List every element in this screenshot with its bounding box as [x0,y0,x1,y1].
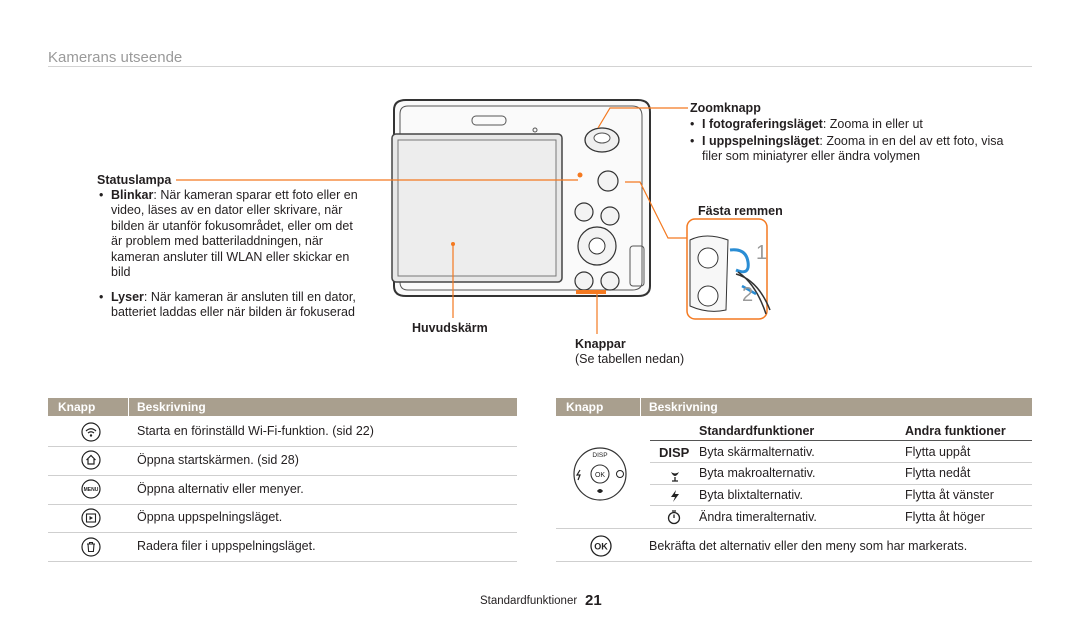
right-row-3-std: Byta blixtalternativ. [699,488,803,502]
huvudskarm-title: Huvudskärm [412,321,488,335]
statuslampa-b2-term: Lyser [111,290,144,304]
right-col-button: Knapp [566,400,604,414]
right-row-3-other: Flytta åt vänster [905,488,994,502]
right-subheader-other: Andra funktioner [905,424,1006,438]
strap-step-2: 2 [742,284,754,306]
timer-icon [667,510,681,525]
knappar-note: (Se tabellen nedan) [575,352,685,366]
statuslampa-b2-text: : När kameran är ansluten till en dator,… [111,290,356,320]
right-row-2-divider [650,484,1032,485]
statuslampa-b1-text: : När kameran sparar ett foto eller en v… [111,188,358,280]
right-row-2-std: Byta makroalternativ. [699,466,816,480]
zoomknapp-title: Zoomknapp [690,101,761,115]
zoomknapp-b1-text: : Zooma in eller ut [822,117,923,131]
playback-icon [81,508,101,528]
trash-icon [81,537,101,557]
zoomknapp-bullet-1: I fotograferingsläget: Zooma in eller ut [688,117,1018,133]
left-row-3-divider [48,504,517,505]
ok-icon-label: OK [594,542,608,552]
right-row-4-divider [556,528,1032,529]
left-row-1-divider [48,446,517,447]
left-row-2-text: Öppna startskärmen. (sid 28) [137,453,299,467]
menu-icon: MENU [81,479,101,499]
left-row-1-text: Starta en förinställd Wi-Fi-funktion. (s… [137,424,374,438]
left-row-4-text: Öppna uppspelningsläget. [137,510,283,524]
flash-icon [671,490,679,502]
strap-inset-illustration [686,218,771,320]
zoomknapp-b2-text: : Zooma in en del av ett foto, visa file… [702,134,1004,164]
right-table-header: Knapp Beskrivning [556,398,1032,416]
right-subheader-divider [650,440,1032,441]
knappar-title: Knappar [575,337,626,351]
dial-ok-label: OK [595,472,605,479]
right-row-1-divider [650,462,1032,463]
right-row-4-std: Ändra timeralternativ. [699,510,817,524]
left-header-divider [128,398,129,416]
zoomknapp-b2-term: I uppspelningsläget [702,134,820,148]
left-row-4-divider [48,532,517,533]
svg-text:MENU: MENU [84,487,99,493]
right-row-1-std: Byta skärmalternativ. [699,445,815,459]
right-table: Knapp Beskrivning Standardfunktioner And… [556,398,1032,563]
zoomknapp-bullet-2: I uppspelningsläget: Zooma in en del av … [688,134,1018,165]
section-title: Kamerans utseende [48,49,183,66]
left-col-button: Knapp [58,400,96,414]
statuslampa-title: Statuslampa [97,173,172,187]
right-subheader-std: Standardfunktioner [699,424,815,438]
page-number: 21 [585,592,602,609]
left-row-5-text: Radera filer i uppspelningsläget. [137,539,316,553]
right-header-divider [640,398,641,416]
dial-disp-label: DISP [592,452,607,459]
right-row-2-other: Flytta nedåt [905,466,971,480]
title-rule [48,66,1032,67]
right-row-3-divider [650,505,1032,506]
right-row-1-icon-label: DISP [659,445,690,460]
right-ok-text: Bekräfta det alternativ eller den meny s… [649,539,968,553]
home-icon [81,450,101,470]
strap-step-1: 1 [756,242,768,264]
camera-illustration [391,99,651,297]
right-row-1-other: Flytta uppåt [905,445,971,459]
left-row-2-divider [48,475,517,476]
fasta-remmen-title: Fästa remmen [698,204,783,218]
left-row-5-divider [48,561,517,562]
left-table-header: Knapp Beskrivning [48,398,517,416]
navigation-dial-icon: DISP OK [573,447,627,501]
statuslampa-bullet-1: Blinkar: När kameran sparar ett foto ell… [97,188,359,280]
statuslampa-b1-term: Blinkar [111,188,154,202]
left-row-3-text: Öppna alternativ eller menyer. [137,482,304,496]
right-row-4-other: Flytta åt höger [905,510,985,524]
footer-label: Standardfunktioner [480,595,578,607]
wifi-icon [81,422,101,442]
macro-icon [671,472,679,482]
statuslampa-bullet-2: Lyser: När kameran är ansluten till en d… [97,290,359,321]
right-col-desc: Beskrivning [649,400,718,414]
ok-button-icon: OK [590,535,612,557]
right-ok-divider [556,561,1032,562]
left-table: Knapp Beskrivning Starta en förinställd … [48,398,517,563]
left-col-desc: Beskrivning [137,400,206,414]
zoomknapp-b1-term: I fotograferingsläget [702,117,823,131]
